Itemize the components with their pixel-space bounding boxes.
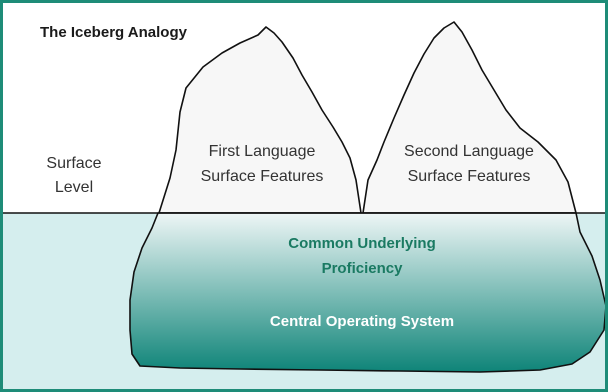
iceberg-peak-left [158, 26, 362, 214]
surface-level-label-line1: Surface [46, 155, 101, 172]
second-language-label-line2: Surface Features [408, 168, 531, 185]
central-operating-system-label: Central Operating System [270, 313, 454, 330]
diagram-title: The Iceberg Analogy [40, 24, 188, 41]
second-language-label-line1: Second Language [404, 143, 534, 160]
iceberg-submerged-body [129, 212, 607, 373]
common-underlying-label-line2: Proficiency [322, 260, 404, 277]
first-language-label-line1: First Language [209, 143, 316, 160]
surface-level-label-line2: Level [55, 179, 93, 196]
first-language-label-line2: Surface Features [201, 168, 324, 185]
iceberg-peak-right [362, 21, 577, 214]
common-underlying-label-line1: Common Underlying [288, 235, 436, 252]
